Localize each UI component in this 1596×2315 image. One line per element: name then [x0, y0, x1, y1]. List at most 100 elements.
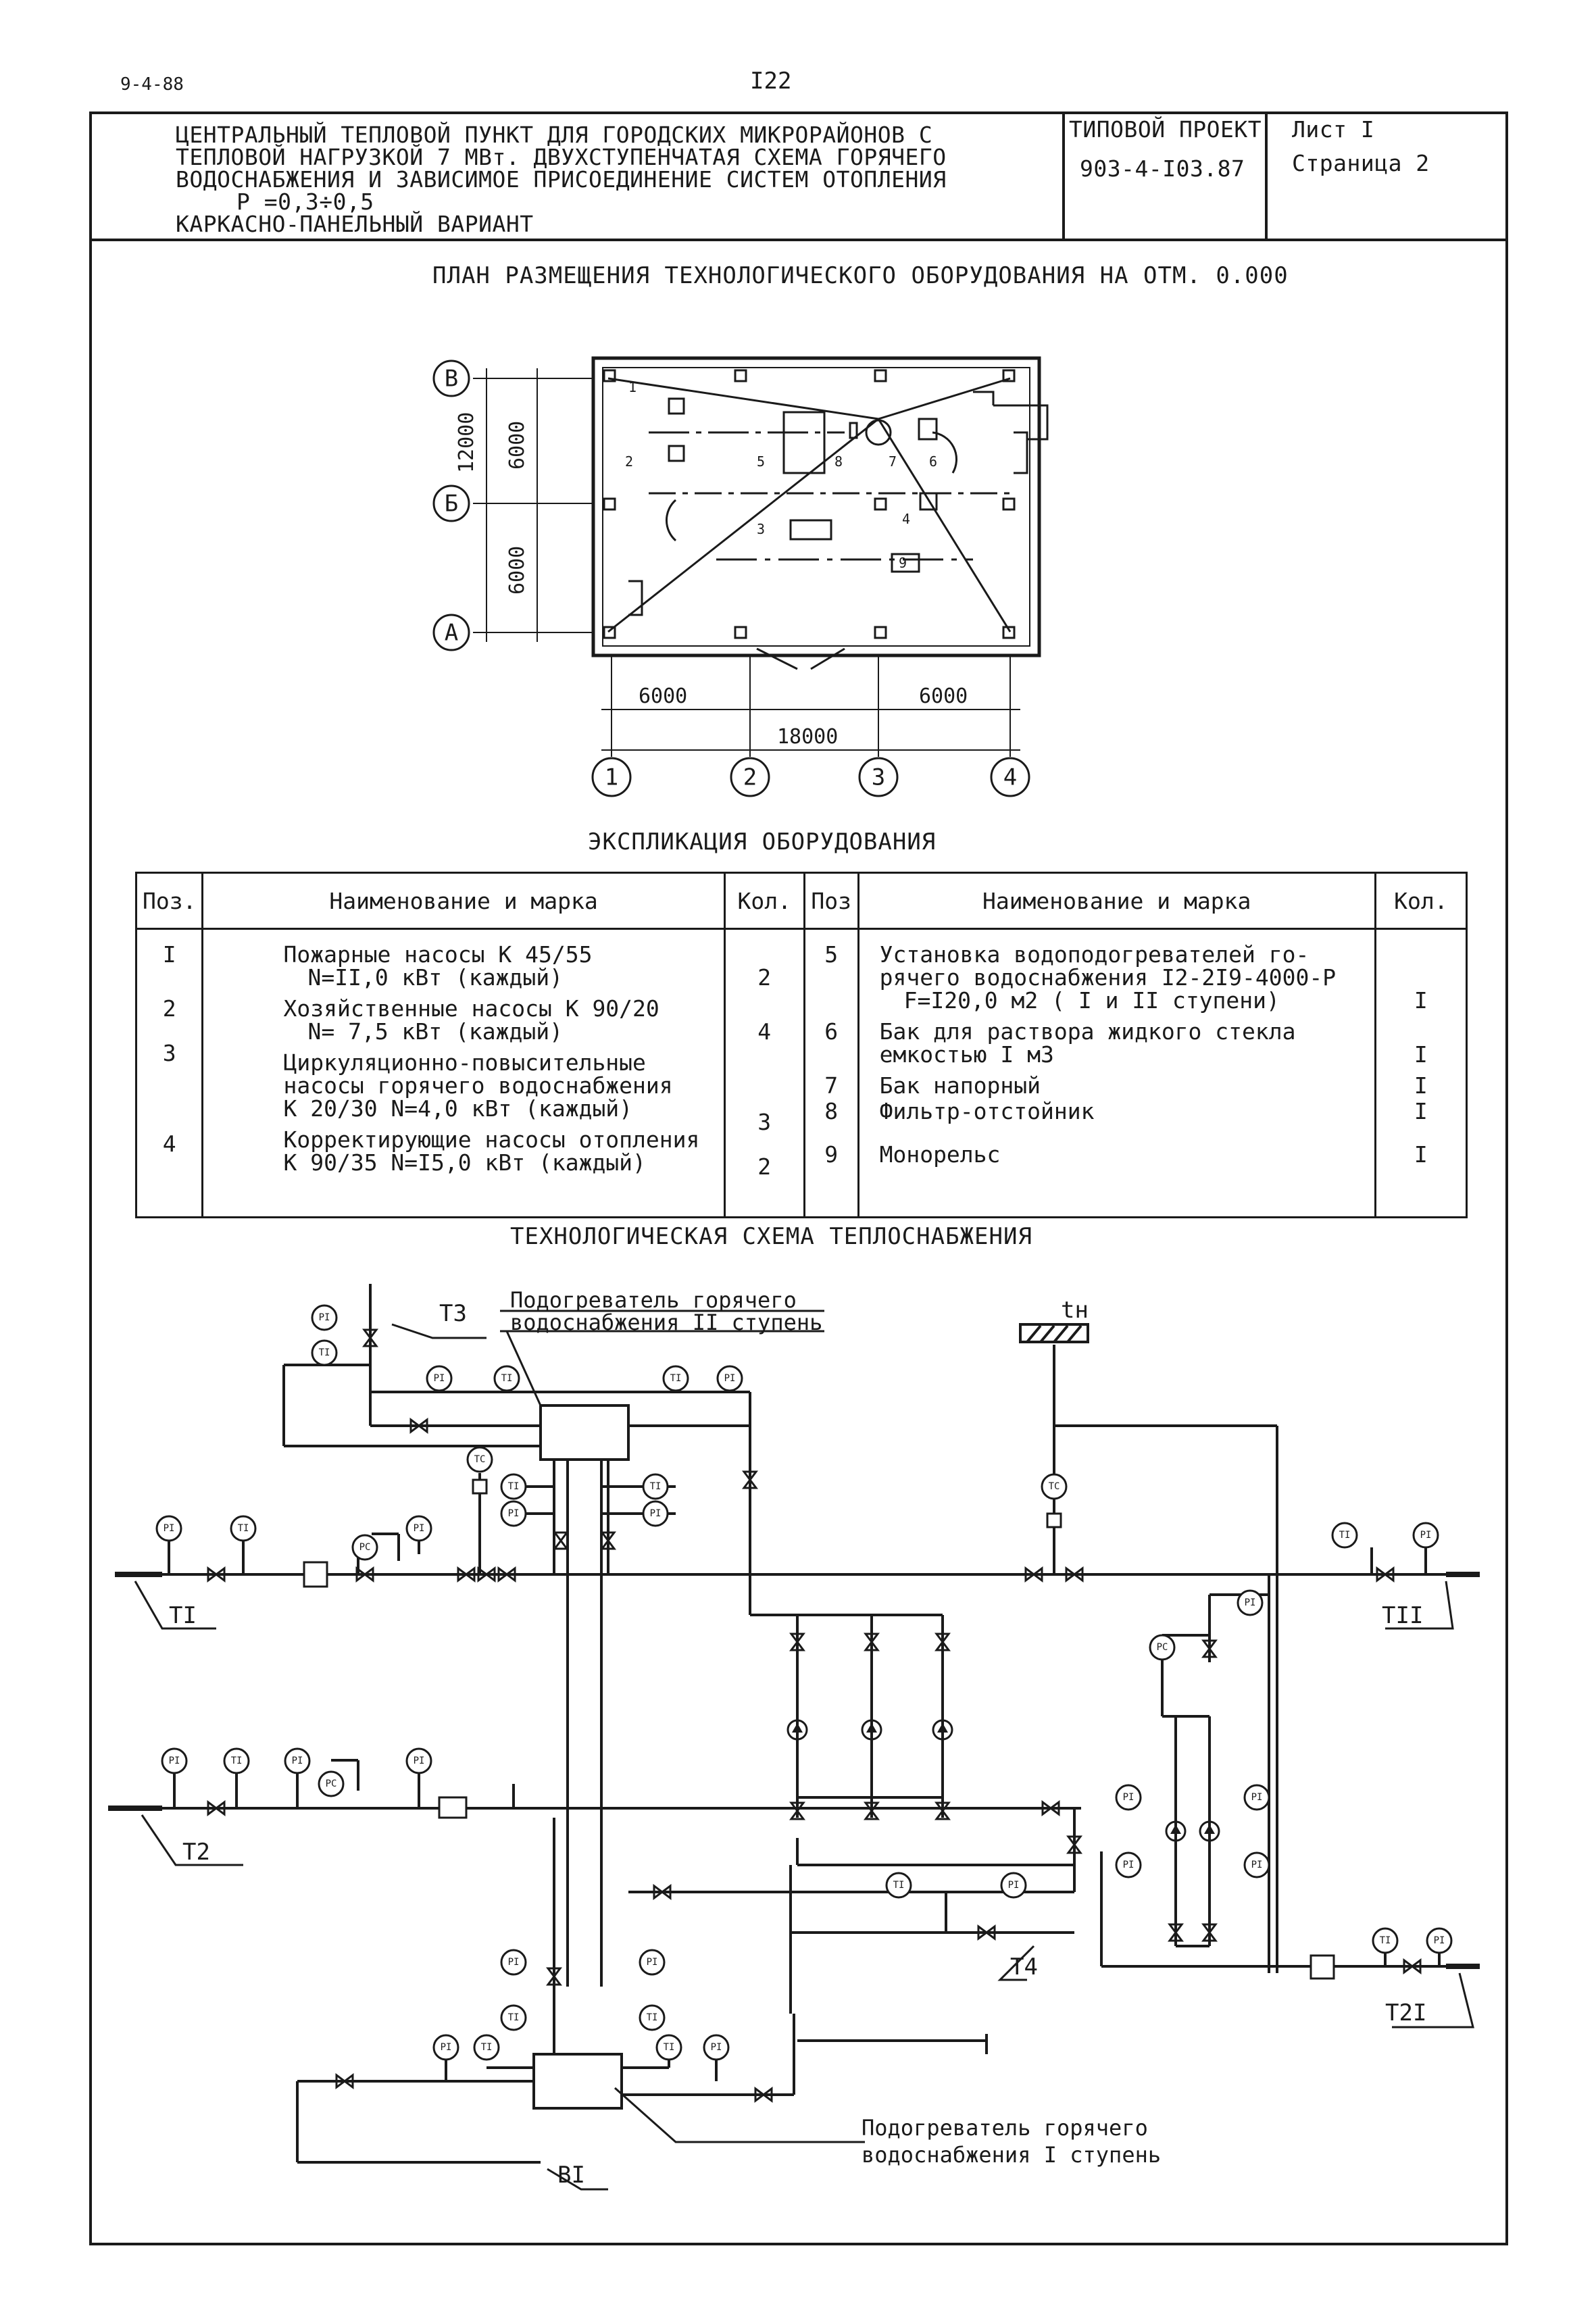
scheme-title: ТЕХНОЛОГИЧЕСКАЯ СХЕМА ТЕПЛОСНАБЖЕНИЯ — [510, 1223, 1032, 1250]
left-pos-cells: I 2 3 4 — [134, 928, 204, 1218]
col-qty2: Кол. — [1374, 872, 1468, 930]
project-number: 903-4-I03.87 — [1080, 155, 1245, 182]
plan-pos-6: 6 — [929, 453, 937, 470]
right-pos-5: 5 — [824, 941, 839, 968]
equip-6 — [918, 418, 938, 441]
instr-ti-4: TI — [670, 1373, 682, 1384]
page-label: Страница 2 — [1292, 150, 1430, 176]
axis-col-1: 1 — [605, 764, 618, 791]
left-qty-4: 2 — [757, 1153, 772, 1180]
instr-pi-10: PI — [169, 1756, 180, 1766]
left-pos-2: 2 — [162, 995, 176, 1022]
instr-pi-1: PI — [164, 1523, 175, 1534]
instr-pi-16: PI — [1251, 1860, 1263, 1870]
instr-pc-1: PC — [359, 1542, 371, 1553]
left-name-3b: насосы горячего водоснабжения — [283, 1072, 673, 1099]
dim-total-width: 18000 — [777, 725, 838, 749]
instr-pi-18: PI — [508, 1957, 520, 1968]
right-qty-cells: I I I I I — [1374, 928, 1468, 1218]
left-qty-3: 3 — [757, 1109, 772, 1135]
equip-1 — [668, 397, 685, 415]
plan-pos-2: 2 — [625, 453, 633, 470]
right-pos-9: 9 — [824, 1141, 839, 1168]
instr-ti-5: TI — [508, 1481, 520, 1492]
instr-pi-8: PI — [1420, 1530, 1432, 1541]
right-pos-cells: 5 6 7 8 9 — [803, 928, 859, 1218]
axis-col-2: 2 — [743, 764, 757, 791]
plan-title: ПЛАН РАЗМЕЩЕНИЯ ТЕХНОЛОГИЧЕСКОГО ОБОРУДО… — [432, 262, 1289, 289]
title-line-5: КАРКАСНО-ПАНЕЛЬНЫЙ ВАРИАНТ — [176, 211, 534, 237]
heater1-label-1: Подогреватель горячего — [862, 2115, 1148, 2141]
instr-ti-1: TI — [238, 1523, 249, 1534]
label-t3: T3 — [439, 1300, 467, 1327]
instr-pi-21: PI — [711, 2042, 722, 2053]
instr-tc-2: TC — [1049, 1481, 1060, 1492]
heater1-label-2: водоснабжения I ступень — [862, 2142, 1161, 2168]
right-name-6b: емкостью I м3 — [879, 1041, 1054, 1068]
instr-ti-13: TI — [664, 2042, 675, 2053]
left-name-1b: N=II,0 кВт (каждый) — [307, 964, 563, 991]
equip-2 — [668, 445, 685, 462]
instr-pi-3: PI — [319, 1312, 330, 1323]
right-name-6a: Бак для раствора жидкого стекла — [879, 1018, 1296, 1045]
heater2-label-1: Подогреватель горячего — [510, 1287, 797, 1313]
axis-row-b: Б — [445, 491, 458, 518]
instr-pi-6: PI — [508, 1508, 520, 1519]
left-name-3c: К 20/30 N=4,0 кВт (каждый) — [283, 1095, 633, 1122]
instr-pi-15: PI — [1123, 1860, 1134, 1870]
left-pos-4: 4 — [162, 1130, 176, 1157]
plan-pos-8: 8 — [834, 453, 843, 470]
instr-ti-6: TI — [650, 1481, 662, 1492]
project-cell: ТИПОВОЙ ПРОЕКТ 903-4-I03.87 — [1062, 111, 1265, 239]
instr-tc-1: TC — [474, 1454, 486, 1465]
instr-ti-3: TI — [501, 1373, 513, 1384]
explication-table: Поз. Наименование и марка Кол. Поз Наиме… — [134, 872, 1468, 1218]
title-line-4: Р =0,3÷0,5 — [236, 189, 374, 215]
label-tn: tн — [1061, 1297, 1089, 1324]
right-qty-6: I — [1414, 1041, 1428, 1068]
instr-ti-14: TI — [1380, 1935, 1391, 1946]
instr-ti-12: TI — [481, 2042, 493, 2053]
equip-3 — [789, 519, 832, 541]
plan-outer-wall — [591, 356, 1041, 657]
instr-pi-12: PI — [414, 1756, 425, 1766]
axis-col-3: 3 — [872, 764, 885, 791]
right-name-5b: рячего водоснабжения I2-2I9-4000-Р — [879, 964, 1337, 991]
right-name-7: Бак напорный — [879, 1072, 1041, 1099]
left-pos-1: I — [162, 941, 176, 968]
title-block: ЦЕНТРАЛЬНЫЙ ТЕПЛОВОЙ ПУНКТ ДЛЯ ГОРОДСКИХ… — [89, 111, 1508, 241]
table-row: I 2 3 4 Пожарные насосы К 45/55 N=II,0 к… — [134, 928, 1468, 1218]
heater2-label-2: водоснабжения II ступень — [510, 1310, 822, 1335]
instr-pc-3: PC — [326, 1778, 337, 1789]
right-pos-7: 7 — [824, 1072, 839, 1099]
left-pos-3: 3 — [162, 1040, 176, 1066]
right-pos-8: 8 — [824, 1098, 839, 1124]
heat-supply-scheme: PI TI PI PC PI TI PI TI TI PI TC TI PI T… — [108, 1284, 1480, 2191]
left-qty-2: 4 — [757, 1018, 772, 1045]
label-t4: T4 — [1010, 1953, 1038, 1981]
title-text: ЦЕНТРАЛЬНЫЙ ТЕПЛОВОЙ ПУНКТ ДЛЯ ГОРОДСКИХ… — [176, 124, 947, 235]
instr-ti-7: TI — [1339, 1530, 1351, 1541]
instr-ti-8: TI — [231, 1756, 243, 1766]
dim-left: 6000 — [639, 684, 687, 708]
left-name-cells: Пожарные насосы К 45/55 N=II,0 кВт (кажд… — [201, 928, 726, 1218]
floor-plan: В Б А 1 2 3 4 12000 6000 6000 6000 6000 … — [432, 356, 1049, 797]
col-qty: Кол. — [723, 872, 805, 930]
instr-pi-22: PI — [1434, 1935, 1445, 1946]
plan-pos-7: 7 — [889, 453, 897, 470]
plan-pos-4: 4 — [902, 511, 910, 527]
left-name-2a: Хозяйственные насосы К 90/20 — [283, 995, 659, 1022]
col-name: Наименование и марка — [201, 872, 726, 930]
instr-pi-2: PI — [414, 1523, 425, 1534]
left-qty-1: 2 — [757, 964, 772, 991]
right-name-8: Фильтр-отстойник — [879, 1098, 1095, 1124]
title-line-1: ЦЕНТРАЛЬНЫЙ ТЕПЛОВОЙ ПУНКТ ДЛЯ ГОРОДСКИХ… — [176, 122, 933, 148]
right-qty-8: I — [1414, 1098, 1428, 1124]
equip-7 — [865, 419, 892, 446]
instr-ti-11: TI — [647, 2012, 658, 2023]
drawing-frame — [89, 111, 1508, 2245]
plan-pos-9: 9 — [899, 555, 907, 571]
right-qty-9: I — [1414, 1141, 1428, 1168]
instr-pi-11: PI — [292, 1756, 303, 1766]
plan-pos-3: 3 — [757, 521, 765, 537]
